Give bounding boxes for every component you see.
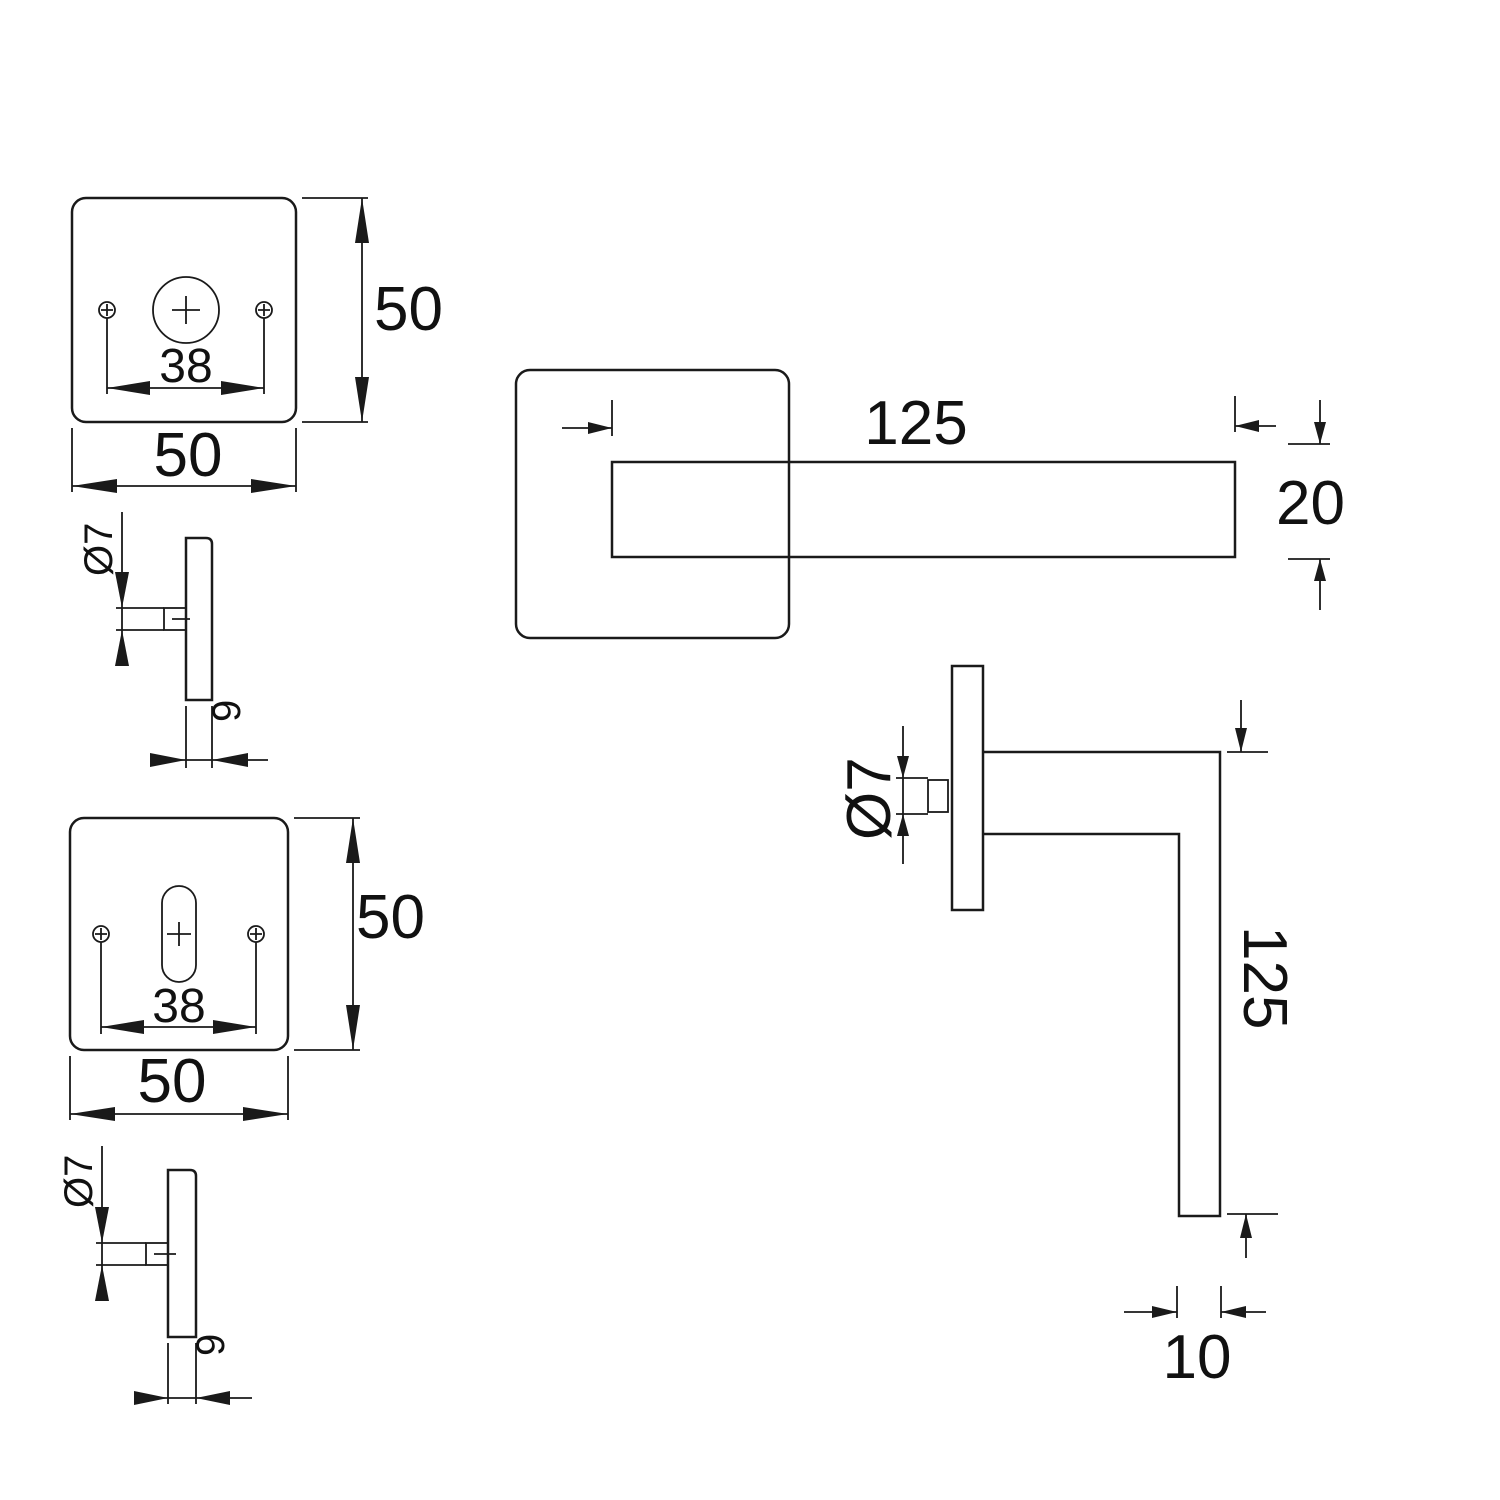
rose-round-front-view: 38 50 50 <box>70 196 443 493</box>
handle-side-lever <box>983 750 1222 1218</box>
dimension-rose-thickness: 9 <box>150 700 268 768</box>
keyhole-oval <box>161 885 197 983</box>
dimension-rose-height: 50 <box>302 197 443 423</box>
pin-diameter-label: Ø7 <box>57 1155 101 1208</box>
rose-oval-side-view: Ø7 9 <box>57 1146 252 1405</box>
rose-round-side-view: Ø7 9 <box>77 512 268 768</box>
rose-oval-plate <box>68 816 290 1052</box>
dimension-rose-width: 50 <box>71 421 297 493</box>
pin-diameter-label: Ø7 <box>77 523 121 576</box>
side-lever-thickness-label: 10 <box>1163 1323 1232 1392</box>
dimension-pin-diameter: Ø7 <box>77 512 164 666</box>
dimension-rose-thickness: 9 <box>134 1334 252 1405</box>
keyhole-oval-centre-mark <box>167 922 191 946</box>
side-lever-length-label: 125 <box>1230 926 1299 1029</box>
handle-side-rose <box>950 664 985 912</box>
handle-side-pin <box>927 779 949 813</box>
handle-side-view: Ø7 125 10 <box>835 664 1299 1392</box>
screw-hole-right <box>255 301 273 319</box>
keyhole-centre-mark <box>172 296 200 324</box>
dimension-rose-width: 50 <box>69 1047 289 1121</box>
screw-spacing-label: 38 <box>152 980 205 1033</box>
rose-thickness-label: 9 <box>189 1334 233 1356</box>
dimension-side-lever-thickness: 10 <box>1124 1286 1266 1392</box>
dimension-screw-spacing: 38 <box>106 318 265 395</box>
handle-top-view: 125 20 <box>514 368 1345 640</box>
dimension-side-lever-length: 125 <box>1227 700 1299 1258</box>
rose-width-label: 50 <box>154 421 223 490</box>
dimension-pin-diameter: Ø7 <box>57 1146 146 1301</box>
side-pin-diameter-label: Ø7 <box>835 757 904 840</box>
dimension-screw-spacing: 38 <box>100 942 257 1034</box>
rose-thickness-label: 9 <box>205 700 249 722</box>
screw-hole-left <box>92 925 110 943</box>
rose-height-label: 50 <box>374 275 443 344</box>
handle-rose-outline <box>514 368 791 640</box>
lever-length-label: 125 <box>864 389 967 458</box>
screw-hole-left <box>98 301 116 319</box>
lever-height-label: 20 <box>1276 469 1345 538</box>
handle-lever-outline <box>610 460 1237 559</box>
rose-width-label: 50 <box>138 1047 207 1116</box>
dimension-lever-length: 125 <box>562 389 1276 458</box>
rose-oval-side-plate <box>166 1168 198 1339</box>
dimension-side-pin-diameter: Ø7 <box>835 726 928 864</box>
rose-height-label: 50 <box>356 883 425 952</box>
rose-oval-front-view: 38 50 50 <box>68 816 425 1121</box>
rose-round-side-plate <box>184 536 214 702</box>
screw-spacing-label: 38 <box>159 340 212 393</box>
dimension-rose-height: 50 <box>294 817 425 1051</box>
rose-round-plate <box>70 196 298 424</box>
screw-hole-right <box>247 925 265 943</box>
keyhole-round <box>152 276 220 344</box>
dimension-lever-height: 20 <box>1276 400 1345 610</box>
